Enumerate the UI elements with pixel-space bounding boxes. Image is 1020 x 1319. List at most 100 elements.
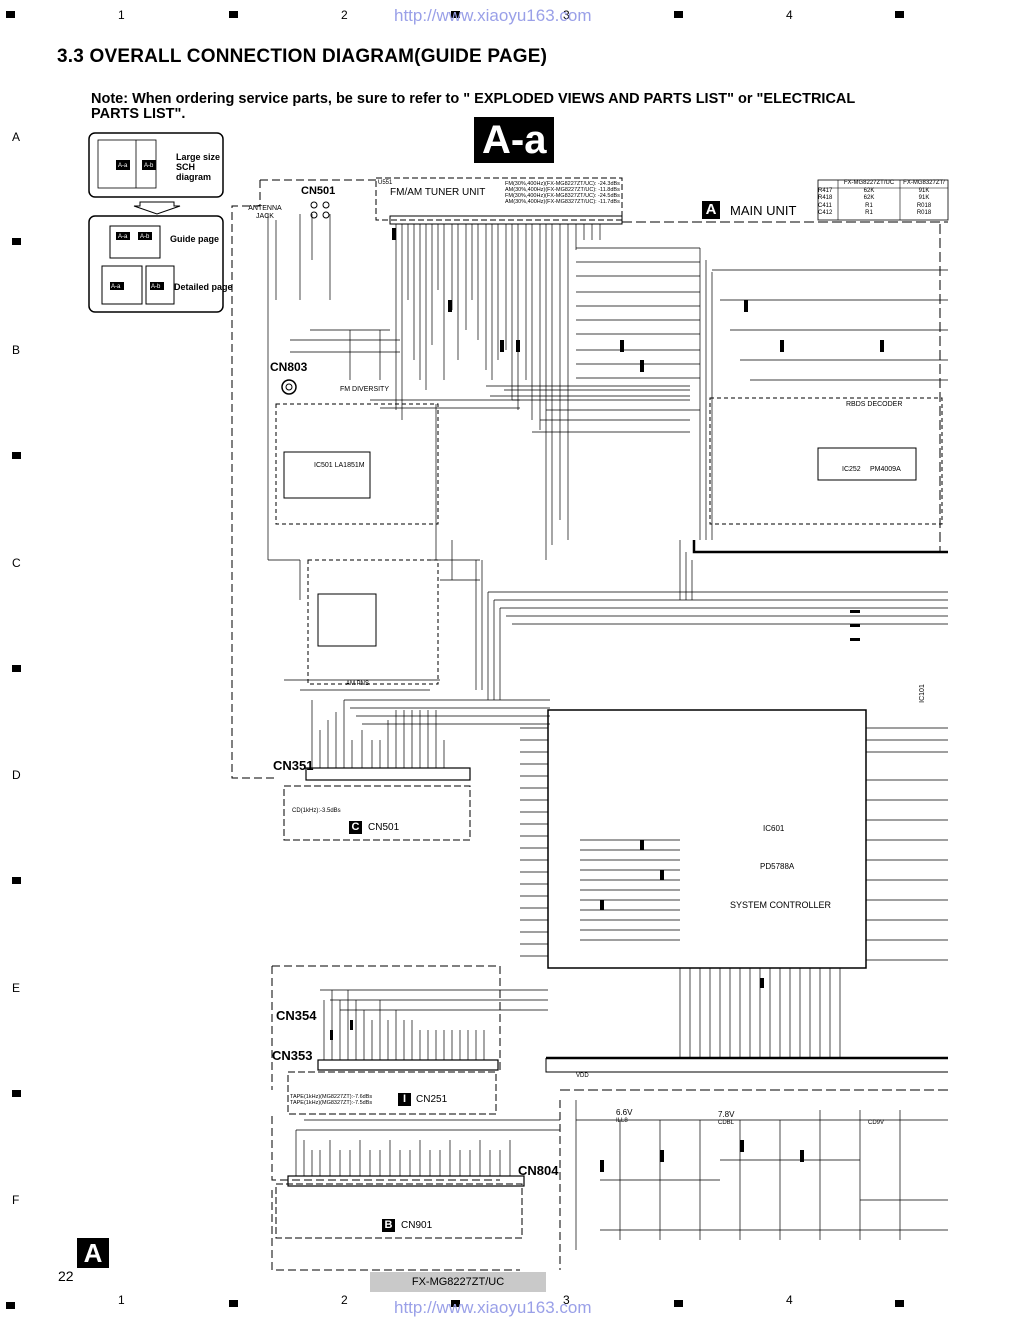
variant-cell: R1 (865, 202, 873, 209)
tape-level-notes: TAPE(1kHz)(MG8227ZT):-7.6dBs TAPE(1kHz)(… (290, 1094, 372, 1106)
guide-page-diagram (88, 132, 224, 313)
tuner-specs: FM(30%,400Hz)(FX-MG8227ZT/UC): -24.3dBs … (505, 181, 620, 205)
tuner-spec-line: FM(30%,400Hz)(FX-MG8227ZT/UC): -24.3dBs (505, 181, 620, 187)
guide-thumb-a-a: A-a (118, 163, 128, 169)
detail-thumb-a-a: A-a (111, 284, 121, 290)
guide-thumb-a-b: A-b (144, 163, 154, 169)
grid-marker (451, 11, 460, 18)
tuner-ref: U551 (378, 180, 393, 186)
tuner-spec-line: FM(30%,400Hz)(FX-MG8327ZT/UC): -24.5dBs (505, 193, 620, 199)
grid-marker (6, 1302, 15, 1309)
ordering-note: Note: When ordering service parts, be su… (91, 91, 855, 122)
grid-col-2-bottom: 2 (341, 1293, 348, 1307)
variant-cell: R018 (916, 202, 932, 209)
cn804-label: CN804 (518, 1163, 559, 1178)
page-title: 3.3 OVERALL CONNECTION DIAGRAM(GUIDE PAG… (57, 46, 548, 67)
variant-cell: R417 (818, 187, 833, 194)
grid-marker (12, 877, 21, 884)
corner-unit-badge: A (77, 1238, 109, 1268)
watermark-url-bottom[interactable]: http://www.xiaoyu163.com (394, 1298, 592, 1317)
variant-cell: 91K (918, 187, 930, 194)
variant-cell: C411 (818, 202, 832, 209)
vdd-rail: VDD (576, 1073, 589, 1079)
grid-marker (674, 1300, 683, 1307)
detailed-page-label: Detailed page (174, 282, 233, 292)
tuner-name: FM/AM TUNER UNIT (390, 187, 486, 198)
grid-marker (895, 11, 904, 18)
ic252-label: IC252 (842, 466, 861, 473)
section-label: A-a (474, 117, 555, 163)
rail-7v8: 7.8V (718, 1110, 735, 1119)
variant-table-row: C411 R1 R018 (818, 203, 948, 211)
fm-diversity-label: FM DIVERSITY (340, 386, 390, 393)
variant-cell: R018 (916, 210, 932, 217)
b-unit-connector: CN901 (401, 1220, 433, 1231)
variant-cell: C412 (818, 210, 833, 217)
c-unit-badge: C (349, 821, 362, 834)
grid-col-4: 4 (786, 8, 793, 22)
grid-row-b: B (12, 343, 21, 357)
variant-cell: R418 (818, 195, 833, 202)
model-footer: FX-MG8227ZT/UC (370, 1272, 546, 1292)
variant-table-row: R418 62K 91K (818, 195, 948, 203)
variant-table-header: FX-MG8227ZT/UC FX-MG8327ZT/ (818, 180, 948, 188)
grid-marker (451, 1300, 460, 1307)
ic101-label: IC101 (918, 684, 926, 703)
tape-note: TAPE(1kHz)(MG8327ZT):-7.5dBs (290, 1100, 373, 1106)
grid-col-1: 1 (118, 8, 125, 22)
large-size-label: Large size SCH diagram (176, 152, 221, 182)
rail-cdbl: CDBL (718, 1120, 735, 1126)
grid-col-1-bottom: 1 (118, 1293, 125, 1307)
variant-cell: R1 (865, 210, 873, 217)
i-unit-connector: CN251 (416, 1094, 448, 1105)
rail-6v6: 6.6V (616, 1108, 633, 1117)
cd-level-note: CD(1kHz):-3.5dBs (292, 808, 341, 814)
grid-col-2: 2 (341, 8, 348, 22)
system-controller-label: SYSTEM CONTROLLER (730, 900, 832, 910)
cn803-label: CN803 (270, 360, 308, 374)
variant-table-row: R417 62K 91K (818, 188, 948, 196)
variant-table-row: C412 R1 R018 (818, 210, 948, 218)
grid-row-d: D (12, 768, 21, 782)
cn501-label: CN501 (301, 185, 336, 197)
grid-marker (12, 665, 21, 672)
variant-header-cell (818, 180, 838, 188)
main-unit-label: MAIN UNIT (730, 203, 797, 218)
tuner-spec-line: AM(30%,400Hz)(FX-MG8227ZT/UC): -11.8dBs (505, 187, 620, 193)
variant-header-cell: FX-MG8327ZT/ (903, 180, 945, 186)
grid-col-3-bottom: 3 (563, 1293, 570, 1307)
am-pns-label: AM PNS (346, 681, 370, 687)
grid-row-a: A (12, 130, 21, 144)
tape-note: TAPE(1kHz)(MG8227ZT):-7.6dBs (290, 1094, 373, 1100)
variant-cell: 91K (918, 195, 930, 202)
grid-marker (674, 11, 683, 18)
rail-ill8: ILL8 (616, 1118, 628, 1124)
rail-cd9v: CD9V (868, 1120, 885, 1126)
grid-marker (229, 11, 238, 18)
ic601-part: PD5788A (760, 862, 795, 871)
main-unit-badge: A (702, 201, 720, 219)
antenna-jack-label: ANTENNA JACK (248, 205, 282, 220)
grid-row-f: F (12, 1193, 20, 1207)
tuner-spec-line: AM(30%,400Hz)(FX-MG8327ZT/UC): -11.7dBs (505, 199, 620, 205)
rbds-decoder-label: RBDS DECODER (846, 401, 903, 408)
cn354-label: CN354 (276, 1008, 317, 1023)
grid-marker (229, 1300, 238, 1307)
b-unit-badge: B (382, 1219, 395, 1232)
cn353-label: CN353 (272, 1048, 313, 1063)
cn351-label: CN351 (273, 758, 314, 773)
detail-thumb-a-b: A-b (151, 284, 161, 290)
grid-col-3: 3 (563, 8, 570, 22)
c-unit-connector: CN501 (368, 822, 400, 833)
page-number: 22 (58, 1268, 74, 1284)
grid-row-c: C (12, 556, 21, 570)
variant-cell: 62K (863, 187, 875, 194)
variant-cell: 62K (863, 195, 875, 202)
ic252-part: PM4009A (870, 466, 901, 473)
grid-row-e: E (12, 981, 21, 995)
watermark-url[interactable]: http://www.xiaoyu163.com (394, 6, 592, 25)
grid-marker (6, 11, 15, 18)
guide-page-label: Guide page (170, 234, 220, 244)
